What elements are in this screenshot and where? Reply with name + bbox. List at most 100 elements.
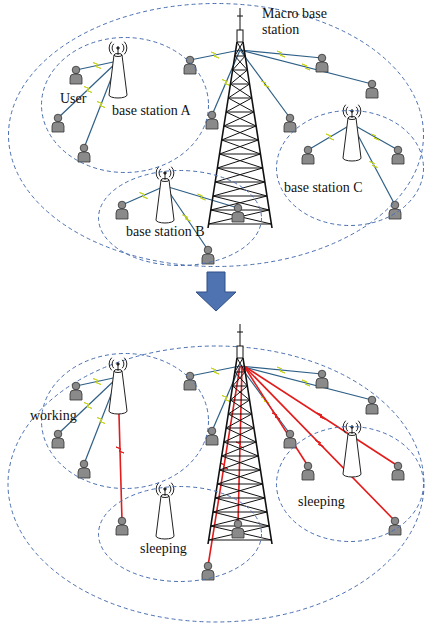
lightning-mark bbox=[93, 63, 101, 69]
wireless-link bbox=[58, 61, 118, 118]
small-base-station bbox=[343, 421, 361, 477]
lightning-mark bbox=[317, 413, 325, 419]
wireless-link bbox=[190, 366, 240, 376]
cell-outline bbox=[98, 486, 262, 582]
redirected-link bbox=[244, 366, 398, 466]
small-cell: sleeping bbox=[98, 486, 262, 582]
user-label: User bbox=[60, 91, 86, 107]
macro-tower bbox=[208, 8, 272, 228]
label-holder: sleeping bbox=[140, 541, 187, 557]
label-holder: base station B bbox=[126, 224, 205, 240]
cell-label: sleeping bbox=[298, 494, 345, 510]
wireless-link bbox=[240, 50, 322, 58]
cell-boundary bbox=[9, 4, 424, 267]
wireless-link bbox=[76, 61, 118, 70]
user-icon bbox=[366, 396, 378, 414]
user-icon bbox=[366, 80, 378, 98]
lightning-mark bbox=[183, 215, 191, 221]
small-base-station bbox=[156, 167, 174, 223]
wireless-link bbox=[212, 50, 240, 115]
lightning-mark bbox=[370, 162, 378, 168]
wireless-link bbox=[240, 50, 372, 84]
macro-cell: Macro base station base station A base sta… bbox=[8, 3, 424, 267]
lightning-mark bbox=[302, 380, 310, 386]
lightning-mark bbox=[316, 441, 324, 447]
user-icon bbox=[316, 370, 328, 388]
cell-label: sleeping bbox=[140, 541, 187, 557]
small-cell: working bbox=[41, 353, 209, 489]
small-cell: sleeping bbox=[276, 426, 424, 542]
lightning-mark bbox=[211, 368, 219, 374]
user-icon bbox=[116, 201, 128, 219]
label-holder: base station A bbox=[112, 103, 191, 119]
user-icon bbox=[232, 204, 244, 222]
cell-boundary bbox=[277, 111, 424, 226]
small-cell: base station B bbox=[98, 170, 262, 266]
lightning-mark bbox=[116, 447, 124, 453]
user-icon bbox=[232, 520, 244, 538]
label-holder: Macro base station bbox=[262, 6, 344, 38]
cell-boundary bbox=[99, 487, 262, 582]
lightning-mark bbox=[211, 52, 219, 58]
lightning-mark bbox=[97, 102, 105, 108]
lightning-mark bbox=[93, 379, 101, 385]
lightning-mark bbox=[277, 51, 285, 57]
lightning-mark bbox=[371, 134, 379, 140]
cell-boundary bbox=[42, 38, 209, 173]
cell-label: working bbox=[30, 408, 77, 424]
user-icon bbox=[389, 517, 401, 535]
lightning-mark bbox=[222, 396, 230, 402]
wireless-link bbox=[165, 186, 238, 208]
lightning-mark bbox=[97, 418, 105, 424]
macro-tower bbox=[208, 324, 272, 544]
lightning-mark bbox=[198, 194, 206, 200]
user-icon bbox=[302, 146, 314, 164]
lightning-mark bbox=[277, 367, 285, 373]
wireless-link bbox=[240, 366, 322, 374]
wireless-link bbox=[190, 50, 240, 60]
lightning-mark bbox=[84, 403, 92, 409]
cell-boundary bbox=[277, 427, 424, 542]
wireless-link bbox=[212, 366, 240, 431]
small-base-station bbox=[156, 483, 174, 539]
lightning-mark bbox=[302, 64, 310, 70]
cell-outline bbox=[276, 110, 424, 226]
user-icon bbox=[392, 462, 404, 480]
lightning-mark bbox=[140, 193, 148, 199]
cell-label: base station A bbox=[112, 103, 191, 119]
user-icon bbox=[284, 430, 296, 448]
lightning-mark bbox=[222, 80, 230, 86]
label-holder: base station C bbox=[284, 180, 363, 196]
label-holder: User bbox=[60, 91, 86, 107]
user-icon bbox=[70, 66, 82, 84]
redirected-link bbox=[244, 366, 308, 466]
cell-label: base station C bbox=[284, 180, 363, 196]
cell-outline bbox=[98, 170, 262, 266]
user-icon bbox=[316, 54, 328, 72]
cell-outline bbox=[276, 426, 424, 542]
user-icon bbox=[52, 114, 64, 132]
cell-outline bbox=[8, 3, 424, 267]
user-icon bbox=[284, 114, 296, 132]
cell-label: base station B bbox=[126, 224, 205, 240]
user-icon bbox=[52, 430, 64, 448]
user-icon bbox=[116, 517, 128, 535]
lightning-mark bbox=[326, 134, 334, 140]
macro-cell-outline bbox=[8, 346, 424, 622]
user-icon bbox=[70, 382, 82, 400]
small-base-station bbox=[343, 105, 361, 161]
user-icon bbox=[389, 201, 401, 219]
transition-arrow bbox=[196, 272, 236, 311]
lightning-mark bbox=[272, 413, 280, 419]
label-holder: sleeping bbox=[298, 494, 345, 510]
cell-boundary bbox=[99, 171, 262, 266]
small-base-station bbox=[109, 42, 127, 98]
lightning-mark bbox=[261, 81, 269, 87]
user-icon bbox=[302, 462, 314, 480]
user-icon bbox=[78, 460, 90, 478]
user-icon bbox=[78, 144, 90, 162]
small-base-station bbox=[109, 358, 127, 414]
macro-label: Macro base station bbox=[262, 6, 344, 38]
small-cell: base station C bbox=[276, 110, 424, 226]
wireless-link bbox=[58, 377, 118, 434]
